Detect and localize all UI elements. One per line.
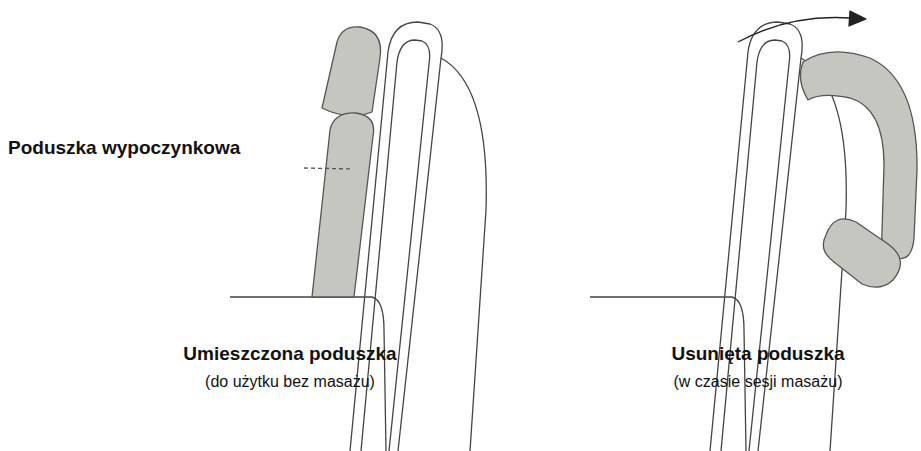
part-label: Poduszka wypoczynkowa (8, 137, 240, 159)
caption-title: Usunięta poduszka (608, 343, 908, 365)
leader-line (304, 168, 352, 169)
caption-note: (do użytku bez masażu) (140, 373, 440, 391)
caption-note: (w czasie sesji masażu) (608, 373, 908, 391)
cushion-lower (312, 113, 374, 297)
backrest-rear (441, 58, 486, 451)
rotation-arrow (738, 18, 850, 43)
cushion-top (322, 27, 381, 116)
caption-title: Umieszczona poduszka (140, 343, 440, 365)
cushion-hanging (823, 219, 900, 287)
arrow-head (849, 11, 866, 26)
